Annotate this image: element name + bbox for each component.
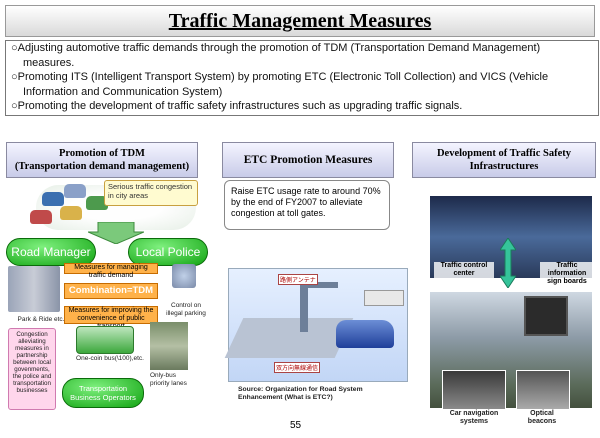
bullet-item: ○Promoting the development of traffic sa…	[11, 100, 463, 112]
operators-label: Transportation Business Operators	[70, 384, 136, 402]
bus-lanes-label: Only-bus priority lanes	[150, 372, 187, 387]
bullet-text: Promoting the development of traffic saf…	[17, 100, 463, 112]
congestion-label: Serious traffic congestion in city areas	[108, 182, 193, 200]
tdm-header-line1: Promotion of TDM	[59, 148, 145, 159]
etc-description: Raise ETC usage rate to around 70% by th…	[231, 186, 381, 218]
park-ride-label: Park & Ride etc.	[17, 316, 65, 323]
etc-source-text: Source: Organization for Road System Enh…	[238, 386, 363, 401]
car-icon	[86, 196, 108, 210]
page-number: 55	[290, 420, 301, 431]
combination-box: Combination=TDM	[64, 283, 158, 299]
bus-label: One-coin bus(\100),etc.	[76, 355, 144, 362]
car-icon	[64, 184, 86, 198]
info-boards-caption: Traffic information sign boards	[540, 262, 594, 286]
control-center-label: Traffic control center	[440, 262, 488, 277]
parking-caption: Control on illegal parking	[166, 302, 206, 317]
bus-lane-photo	[150, 322, 188, 370]
operators-badge: Transportation Business Operators	[62, 378, 144, 408]
bullet-item: ○Adjusting automotive traffic demands th…	[11, 42, 541, 69]
etc-card-device	[364, 290, 404, 306]
local-police-badge: Local Police	[128, 238, 208, 266]
beacon-caption: Optical beacons	[516, 410, 568, 426]
etc-source: Source: Organization for Road System Enh…	[238, 386, 406, 402]
comm-label: 双方向無線通信	[276, 366, 319, 372]
comm-label-box: 双方向無線通信	[274, 362, 321, 373]
measures-box: Measures for managing traffic demand	[64, 263, 158, 279]
bullet-text: Adjusting automotive traffic demands thr…	[17, 42, 541, 69]
congestion-measures-box: Congestion alleviating measures in partn…	[8, 328, 56, 410]
bus-icon	[76, 326, 134, 354]
antenna-label: 路側アンテナ	[280, 278, 316, 284]
congestion-callout: Serious traffic congestion in city areas	[104, 180, 198, 206]
car-icon	[336, 320, 394, 348]
congestion-measures-text: Congestion alleviating measures in partn…	[12, 331, 52, 394]
bullet-text: Promoting ITS (Intelligent Transport Sys…	[17, 71, 549, 98]
info-boards-label: Traffic information sign boards	[547, 262, 587, 285]
road-manager-label: Road Manager	[11, 245, 91, 259]
etc-header-text: ETC Promotion Measures	[243, 153, 373, 166]
car-icon	[60, 206, 82, 220]
local-police-label: Local Police	[135, 245, 201, 259]
beacon-label: Optical beacons	[527, 410, 557, 425]
tdm-header-line2: (Transportation demand management)	[14, 161, 190, 172]
down-arrow-icon	[88, 222, 144, 244]
etc-description-box: Raise ETC usage rate to around 70% by th…	[224, 180, 390, 230]
car-nav-photo	[442, 370, 506, 410]
improving-box: Measures for improving the convenience o…	[64, 306, 158, 330]
police-car-photo	[172, 264, 196, 288]
measures-label: Measures for managing traffic demand	[74, 264, 148, 279]
car-icon	[30, 210, 52, 224]
bus-caption: One-coin bus(\100),etc.	[70, 355, 150, 363]
tdm-header: Promotion of TDM (Transportation demand m…	[6, 142, 198, 178]
control-center-caption: Traffic control center	[434, 262, 494, 278]
page-number-text: 55	[290, 420, 302, 431]
antenna-label-box: 路側アンテナ	[278, 274, 318, 285]
sign-board-photo	[524, 296, 568, 336]
bullet-item: ○Promoting ITS (Intelligent Transport Sy…	[11, 71, 549, 98]
parking-label: Control on illegal parking	[166, 302, 206, 317]
page-title: Traffic Management Measures	[168, 9, 432, 32]
car-icon	[42, 192, 64, 206]
title-bar: Traffic Management Measures	[5, 5, 595, 37]
etc-header: ETC Promotion Measures	[222, 142, 394, 178]
combination-label: Combination=TDM	[68, 285, 154, 296]
park-ride-caption: Park & Ride etc.	[14, 316, 68, 324]
toll-lane	[224, 318, 354, 358]
road-manager-badge: Road Manager	[6, 238, 96, 266]
bidirectional-arrow-icon	[500, 238, 516, 288]
safety-header-line2: Infrastructures	[469, 161, 539, 172]
safety-header-line1: Development of Traffic Safety	[436, 148, 572, 159]
bullet-list: ○Adjusting automotive traffic demands th…	[5, 40, 599, 116]
car-nav-label: Car navigation systems	[449, 410, 499, 425]
car-nav-caption: Car navigation systems	[446, 410, 502, 426]
gate-pole	[300, 282, 308, 332]
buildings-photo	[8, 266, 60, 312]
beacon-photo	[516, 370, 570, 410]
gate-arm	[300, 282, 338, 288]
bus-lanes-caption: Only-bus priority lanes	[150, 372, 194, 387]
